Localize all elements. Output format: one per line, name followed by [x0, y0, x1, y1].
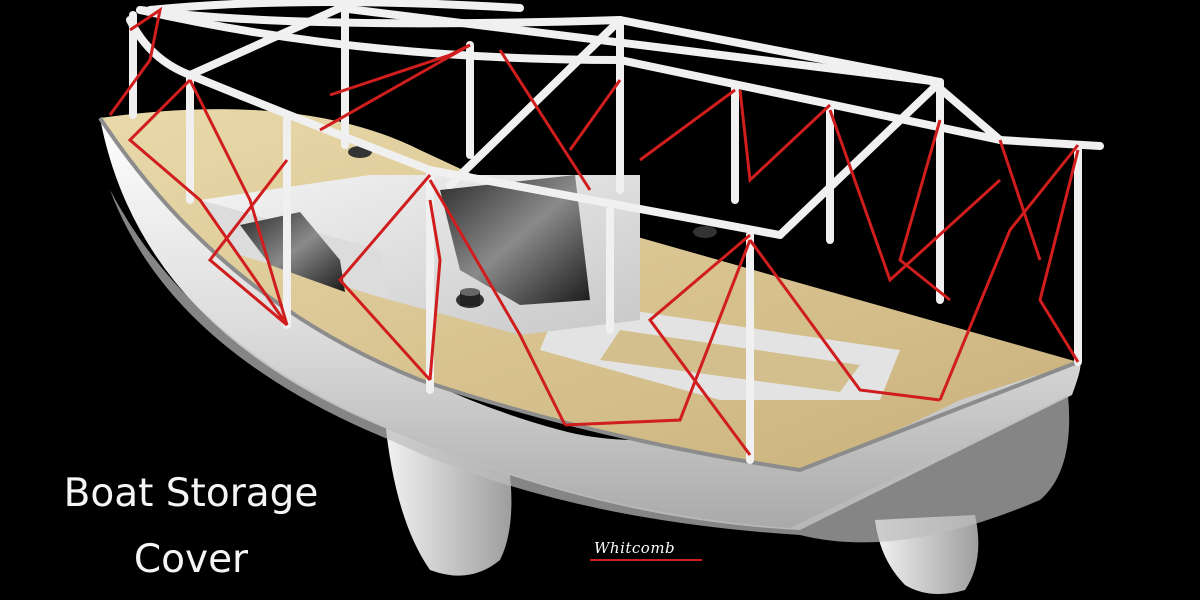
window-1 [240, 212, 345, 292]
toe-rail [98, 116, 1079, 473]
signature-underline [590, 559, 702, 561]
cockpit-floor [600, 330, 860, 392]
artist-signature: Whitcomb [594, 539, 676, 557]
window-2 [440, 175, 590, 305]
hull-lower [110, 190, 1070, 543]
title-line-2: Cover [133, 537, 249, 582]
title-line-1: Boat Storage [63, 471, 319, 516]
straps [108, 6, 1080, 456]
